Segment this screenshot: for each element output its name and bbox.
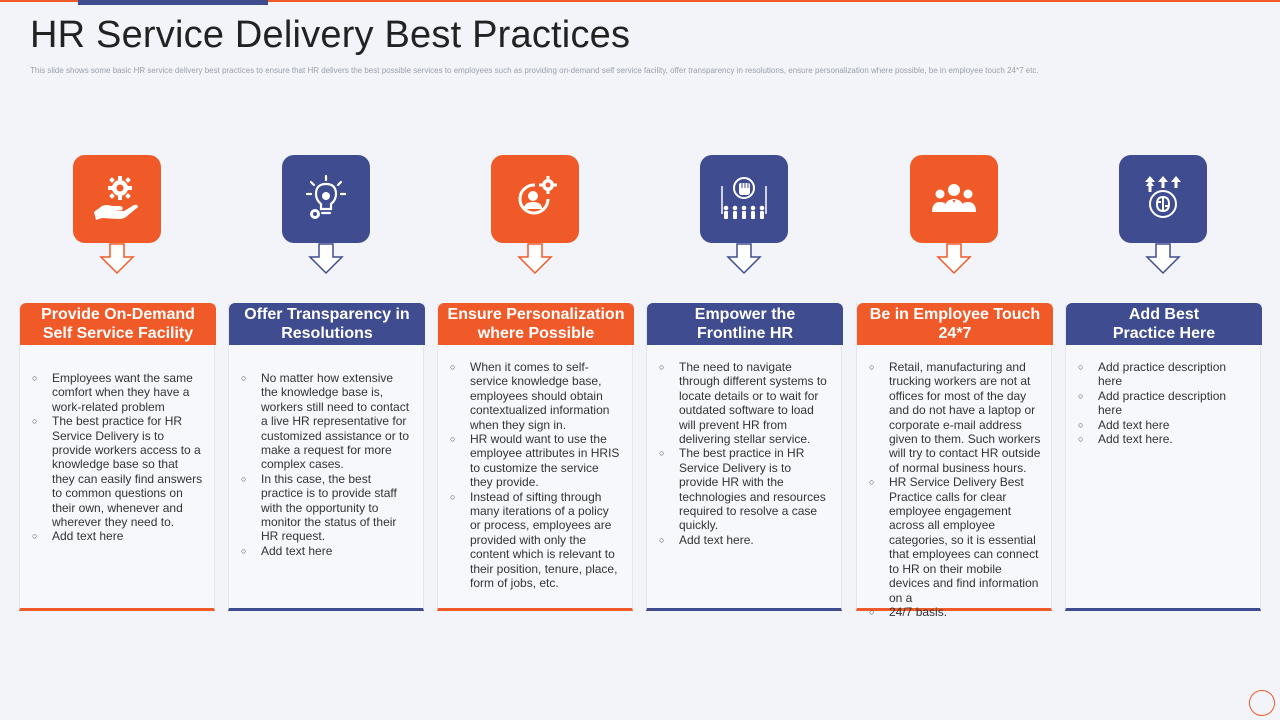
practice-column-1: Provide On-Demand Self Service Facility …: [19, 155, 216, 615]
down-arrow-icon: [517, 243, 553, 275]
practice-card-body: Add practice description here Add practi…: [1066, 360, 1262, 447]
bullet-item: HR would want to use the employee attrib…: [450, 432, 622, 490]
header-line: Self Service Facility: [42, 325, 194, 342]
header-line: where Possible: [477, 325, 595, 342]
practice-card-body: Employees want the same comfort when the…: [20, 371, 216, 544]
down-arrow-icon: [936, 243, 972, 275]
practice-card: Empower the Frontline HR The need to nav…: [646, 303, 843, 611]
practice-card-header: Empower the Frontline HR: [647, 303, 843, 345]
practice-card-header: Offer Transparency in Resolutions: [229, 303, 425, 345]
header-line: Practice Here: [1112, 325, 1216, 342]
down-arrow-icon: [1145, 243, 1181, 275]
bullet-item: Add practice description here: [1078, 360, 1250, 389]
practice-column-4: Empower the Frontline HR The need to nav…: [646, 155, 843, 615]
brain-arrows-icon: [1119, 155, 1207, 243]
practice-card-body: No matter how extensive the knowledge ba…: [229, 371, 425, 559]
header-line: Be in Employee Touch: [869, 306, 1041, 323]
bullet-item: Add practice description here: [1078, 389, 1250, 418]
header-line: Resolutions: [281, 325, 373, 342]
down-arrow-icon: [308, 243, 344, 275]
bullet-item: Add text here.: [1078, 432, 1250, 447]
bullet-item: The need to navigate through different s…: [659, 360, 831, 446]
bullet-item: Add text here: [32, 529, 204, 544]
bullet-item: Retail, manufacturing and trucking worke…: [869, 360, 1041, 475]
header-line: Empower the: [694, 306, 796, 323]
practice-card-body: The need to navigate through different s…: [647, 360, 843, 548]
practice-card-body: Retail, manufacturing and trucking worke…: [857, 360, 1053, 620]
practice-card: Ensure Personalization where Possible Wh…: [437, 303, 634, 611]
bullet-item: Employees want the same comfort when the…: [32, 371, 204, 414]
bullet-item: 24/7 basis.: [869, 605, 1041, 620]
practice-card-header: Provide On-Demand Self Service Facility: [20, 303, 216, 345]
practice-card-header: Add Best Practice Here: [1066, 303, 1262, 345]
person-gear-icon: [491, 155, 579, 243]
down-arrow-icon: [99, 243, 135, 275]
bullet-item: Add text here.: [659, 533, 831, 548]
practice-card: Provide On-Demand Self Service Facility …: [19, 303, 216, 611]
practice-column-6: Add Best Practice Here Add practice desc…: [1065, 155, 1262, 615]
practice-card-header: Ensure Personalization where Possible: [438, 303, 634, 345]
bullet-item: The best practice for HR Service Deliver…: [32, 414, 204, 529]
top-border-line: [0, 0, 1280, 2]
practice-column-2: Offer Transparency in Resolutions No mat…: [228, 155, 425, 615]
practice-card: Offer Transparency in Resolutions No mat…: [228, 303, 425, 611]
practice-card: Add Best Practice Here Add practice desc…: [1065, 303, 1262, 611]
header-line: Offer Transparency in: [244, 306, 410, 323]
team-group-icon: [910, 155, 998, 243]
practice-card-body: When it comes to self-service knowledge …: [438, 360, 634, 591]
slide-subtitle: This slide shows some basic HR service d…: [30, 66, 1039, 75]
gear-hand-icon: [73, 155, 161, 243]
bullet-item: Instead of sifting through many iteratio…: [450, 490, 622, 591]
corner-circle-decoration: [1249, 690, 1275, 716]
header-line: Provide On-Demand: [41, 306, 195, 323]
down-arrow-icon: [726, 243, 762, 275]
bullet-item: No matter how extensive the knowledge ba…: [241, 371, 413, 472]
header-line: 24*7: [938, 325, 972, 342]
bullet-item: Add text here: [241, 544, 413, 559]
bullet-item: When it comes to self-service knowledge …: [450, 360, 622, 432]
slide-title: HR Service Delivery Best Practices: [30, 14, 631, 56]
bullet-item: HR Service Delivery Best Practice calls …: [869, 475, 1041, 605]
practice-column-3: Ensure Personalization where Possible Wh…: [437, 155, 634, 615]
bullet-item: The best practice in HR Service Delivery…: [659, 446, 831, 532]
practice-column-5: Be in Employee Touch 24*7 Retail, manufa…: [856, 155, 1053, 620]
header-line: Add Best: [1128, 306, 1200, 323]
bullet-item: Add text here: [1078, 418, 1250, 433]
header-line: Frontline HR: [697, 325, 793, 342]
practice-card: Be in Employee Touch 24*7 Retail, manufa…: [856, 303, 1053, 620]
bullet-item: In this case, the best practice is to pr…: [241, 472, 413, 544]
top-accent-bar: [78, 0, 268, 5]
lightbulb-gear-icon: [282, 155, 370, 243]
header-line: Ensure Personalization: [447, 306, 625, 323]
practice-card-header: Be in Employee Touch 24*7: [857, 303, 1053, 345]
raised-fist-group-icon: [700, 155, 788, 243]
